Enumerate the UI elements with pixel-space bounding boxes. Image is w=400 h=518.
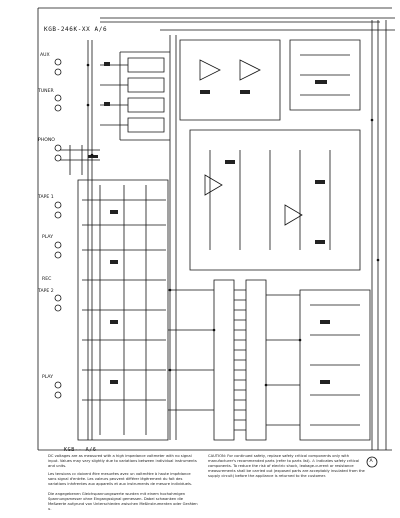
note-english: DC voltages are as measured with a high … [48, 454, 197, 469]
sheet-border [37, 7, 392, 450]
label-tape2: TAPE 2 [38, 289, 54, 294]
label-tuner: TUNER [38, 89, 54, 94]
caution-note: CAUTION: For continued safety, replace s… [208, 454, 365, 479]
note-french: Les tensions cc doivent être mesurées av… [48, 472, 193, 487]
label-play1: PLAY [42, 235, 54, 240]
label-aux: AUX [40, 53, 50, 58]
label-rec: REC [42, 277, 52, 282]
diagram-title: KGB-246K-XX A/6 [44, 26, 108, 33]
label-tape1: TAPE 1 [38, 195, 54, 200]
corner-marker-circle [366, 456, 378, 468]
label-phono: PHONO [38, 138, 55, 143]
label-play2: PLAY [42, 375, 54, 380]
note-german: Die angegebenen Gleichspannungswerte wur… [48, 492, 198, 512]
corner-marker-letter: A [369, 458, 373, 464]
lower-diagram-title: KGB-- A/6 [64, 447, 97, 453]
